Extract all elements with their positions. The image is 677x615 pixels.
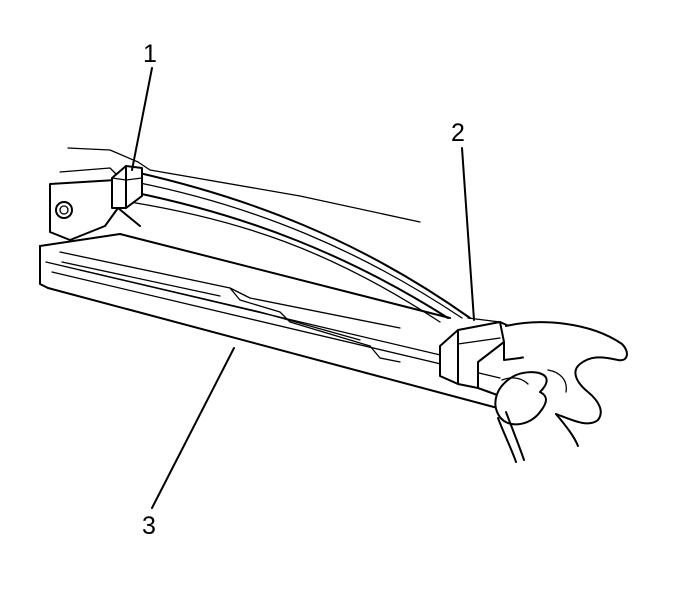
leader-line-2	[461, 147, 475, 321]
leader-line-1	[131, 67, 153, 171]
blade-frame	[129, 171, 471, 323]
technician-hand	[494, 321, 628, 463]
leader-line-3	[151, 347, 235, 509]
callout-1: 1	[143, 40, 157, 68]
leader-lines	[131, 67, 475, 509]
wiper-arm	[49, 147, 421, 241]
pivot-rivet	[55, 201, 73, 219]
retainer-claw-left	[111, 165, 143, 209]
callout-2: 2	[451, 119, 465, 147]
callout-3: 3	[142, 512, 156, 540]
blade-strip	[39, 233, 521, 415]
